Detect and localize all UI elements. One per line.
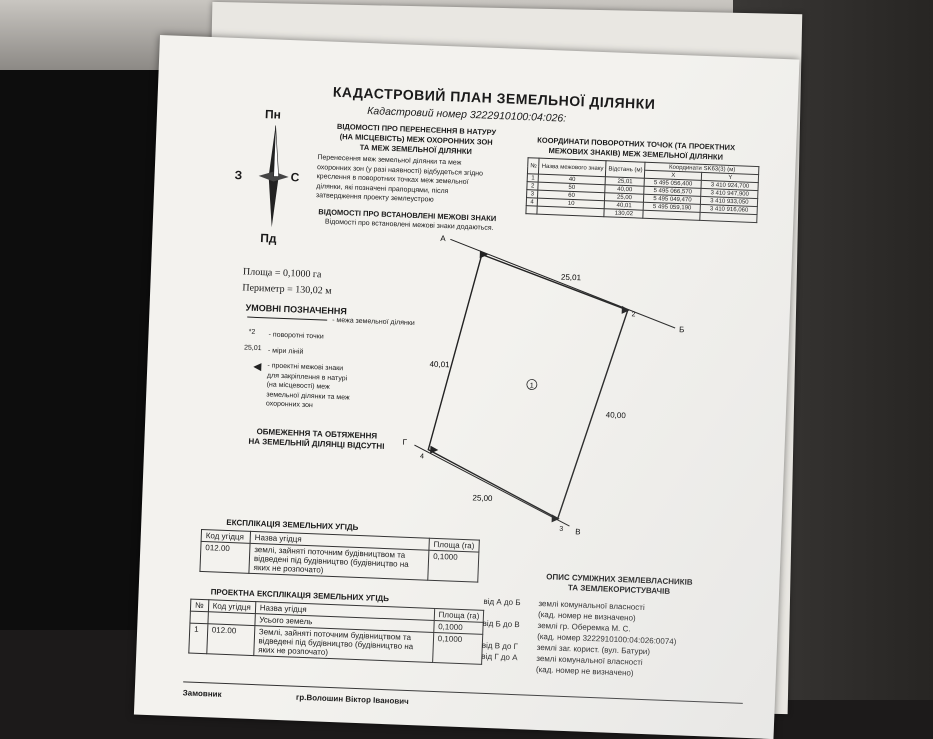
direction-g-label: Г <box>402 438 407 447</box>
side-left-length: 40,01 <box>429 360 450 370</box>
coordinates-table: № Назва межового знаку Відстань (м) Коор… <box>525 157 760 223</box>
compass-south-label: Пд <box>260 231 277 246</box>
boundary-mark-icon <box>621 305 630 314</box>
side-top-length: 25,01 <box>561 273 582 283</box>
direction-v-label: В <box>575 527 581 536</box>
compass-rose: Пн Пд З С <box>232 106 317 249</box>
boundary-mark-icon <box>551 514 560 523</box>
coords-total: 130,02 <box>604 208 644 219</box>
legend-measure-text: - міри ліній <box>267 347 304 356</box>
customer-name: гр.Волошин Віктор Іванович <box>295 692 409 707</box>
direction-b-label: Б <box>679 325 685 334</box>
neighbour-range <box>482 637 537 639</box>
point-2-label: 2 <box>631 311 635 318</box>
restrictions-block: ОБМЕЖЕННЯ ТА ОБТЯЖЕННЯ НА ЗЕМЕЛЬНІЙ ДІЛЯ… <box>236 426 397 452</box>
customer-label: Замовник <box>182 688 222 699</box>
legend-point-text: - поворотні точки <box>268 331 324 341</box>
explication-code: 012.00 <box>199 541 251 574</box>
cadastral-plan-sheet: КАДАСТРОВИЙ ПЛАН ЗЕМЕЛЬНОЇ ДІЛЯНКИ Кадас… <box>133 35 800 739</box>
legend-marks-text: - проектні межові знаки для закріплення … <box>266 361 351 412</box>
neighbour-range <box>483 615 538 617</box>
customer-row: Замовник гр.Волошин Віктор Іванович <box>182 681 743 722</box>
project-explication-table: № Код угідця Назва угідця Площа (га) Усь… <box>188 599 485 665</box>
project-row-area: 0,1000 <box>432 632 484 665</box>
transfer-section: ВІДОМОСТІ ПРО ПЕРЕНЕСЕННЯ В НАТУРУ (НА М… <box>316 121 517 159</box>
boundary-mark-icon <box>253 363 262 372</box>
compass-west-label: З <box>234 167 243 183</box>
boundary-mark-icon <box>430 445 439 454</box>
explication-area: 0,1000 <box>427 550 479 583</box>
project-row-no: 1 <box>188 623 208 654</box>
coords-col-dist: Відстань (м) <box>605 160 646 179</box>
neighbours-heading: ОПИС СУМІЖНИХ ЗЕМЛЕВЛАСНИКІВ ТА ЗЕМЛЕКОР… <box>519 571 720 599</box>
legend-boundary-line <box>247 316 328 321</box>
compass-needle-icon <box>258 125 289 228</box>
direction-a-label: А <box>440 234 446 243</box>
parcel-number: 1 <box>530 382 534 389</box>
coords-col-no: № <box>527 157 540 175</box>
legend-point-symbol: *2 <box>248 328 256 336</box>
neighbour-range <box>481 670 536 672</box>
legend-measure-symbol: 25,01 <box>243 344 262 353</box>
cadastral-number: Кадастровий номер 3222910100:04:026: <box>367 105 567 125</box>
point-3-label: 3 <box>559 526 563 533</box>
perimeter-value: Периметр = 130,02 м <box>242 282 332 297</box>
project-col-no: № <box>190 599 209 612</box>
project-row-code: 012.00 <box>206 623 255 656</box>
transfer-text: Перенесення меж земельної ділянки та меж… <box>316 153 484 207</box>
plan-extension-top <box>450 238 676 329</box>
parcel-number-circle <box>526 379 538 390</box>
boundary-mark-icon <box>479 250 488 259</box>
plan-extension-bottom <box>414 444 570 527</box>
side-bottom-length: 25,00 <box>472 493 493 503</box>
side-right-length: 40,00 <box>606 410 627 420</box>
point-4-label: 4 <box>420 453 424 460</box>
area-value: Площа = 0,1000 га <box>242 266 322 281</box>
compass-north-label: Пн <box>264 107 282 122</box>
neighbour-text: (кад. номер не визначено) <box>535 664 634 678</box>
parcel-plan-drawing: 1 25,01 40,00 25,00 40,01 2 3 4 А Б В Г <box>402 234 685 537</box>
legend-heading: УМОВНІ ПОЗНАЧЕННЯ <box>245 302 348 317</box>
